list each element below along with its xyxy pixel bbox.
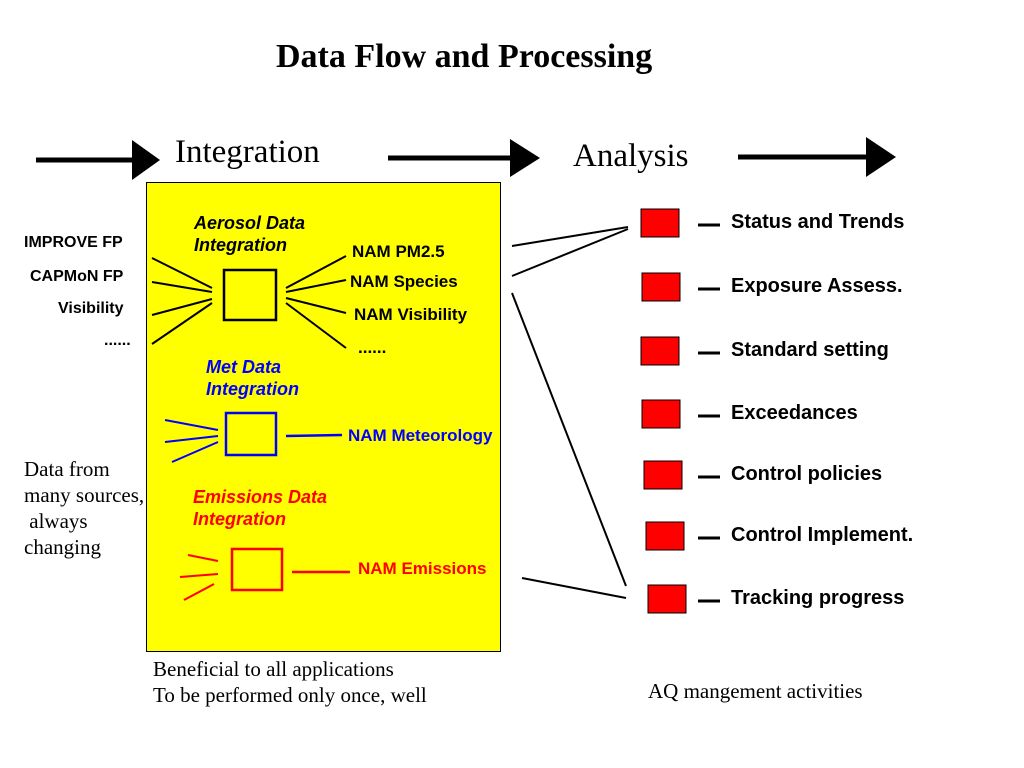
source-capmon: CAPMoN FP [30,268,124,285]
activity-connectors [511,226,629,599]
met-integration-box [224,411,278,457]
source-ellipsis: ...... [104,332,131,349]
activity-box [643,460,683,490]
activity-label: Standard setting [731,339,889,361]
aerosol-output-ellipsis: ...... [358,338,387,357]
integration-panel [146,182,501,652]
activity-box [645,521,685,551]
emissions-input-spokes [179,554,219,601]
source-visibility: Visibility [58,300,124,317]
page-title: Data Flow and Processing [276,38,653,75]
flow-arrow-out [738,137,896,177]
aerosol-integration-box [222,268,278,322]
stage-analysis-label: Analysis [573,138,689,174]
activity-label: Control policies [731,463,883,485]
aerosol-output-pm25: NAM PM2.5 [352,242,445,261]
flow-arrow-in [36,140,160,180]
activity-box [641,399,681,429]
aerosol-output-visibility: NAM Visibility [354,305,468,324]
source-note: Data from many sources, always changing [24,457,145,559]
activity-label: Tracking progress [731,587,905,609]
met-input-spokes [164,419,219,463]
flow-arrow-middle [388,139,540,177]
aerosol-output-species: NAM Species [350,272,458,291]
aerosol-integration-label: Aerosol Data Integration [194,213,306,255]
integration-note: Beneficial to all applications To be per… [153,657,427,707]
source-improve: IMPROVE FP [24,234,123,251]
activity-box [641,272,681,302]
activity-label: Exceedances [731,402,858,424]
stage-integration-label: Integration [175,134,320,170]
activity-label: Exposure Assess. [731,275,903,297]
aerosol-output-spokes [285,255,347,349]
met-output-label: NAM Meteorology [348,426,493,445]
activities-caption: AQ mangement activities [648,679,863,703]
met-integration-label: Met Data Integration [206,357,299,399]
activity-label: Status and Trends [731,211,905,233]
activity-box [640,336,680,366]
emissions-output-label: NAM Emissions [358,559,487,578]
activity-label: Control Implement. [731,524,914,546]
emissions-integration-label: Emissions Data Integration [193,487,328,529]
activity-box [640,208,680,238]
aerosol-input-spokes [151,257,213,345]
met-output-line [285,433,343,438]
activity-box [647,584,687,614]
emissions-integration-box [230,547,284,592]
